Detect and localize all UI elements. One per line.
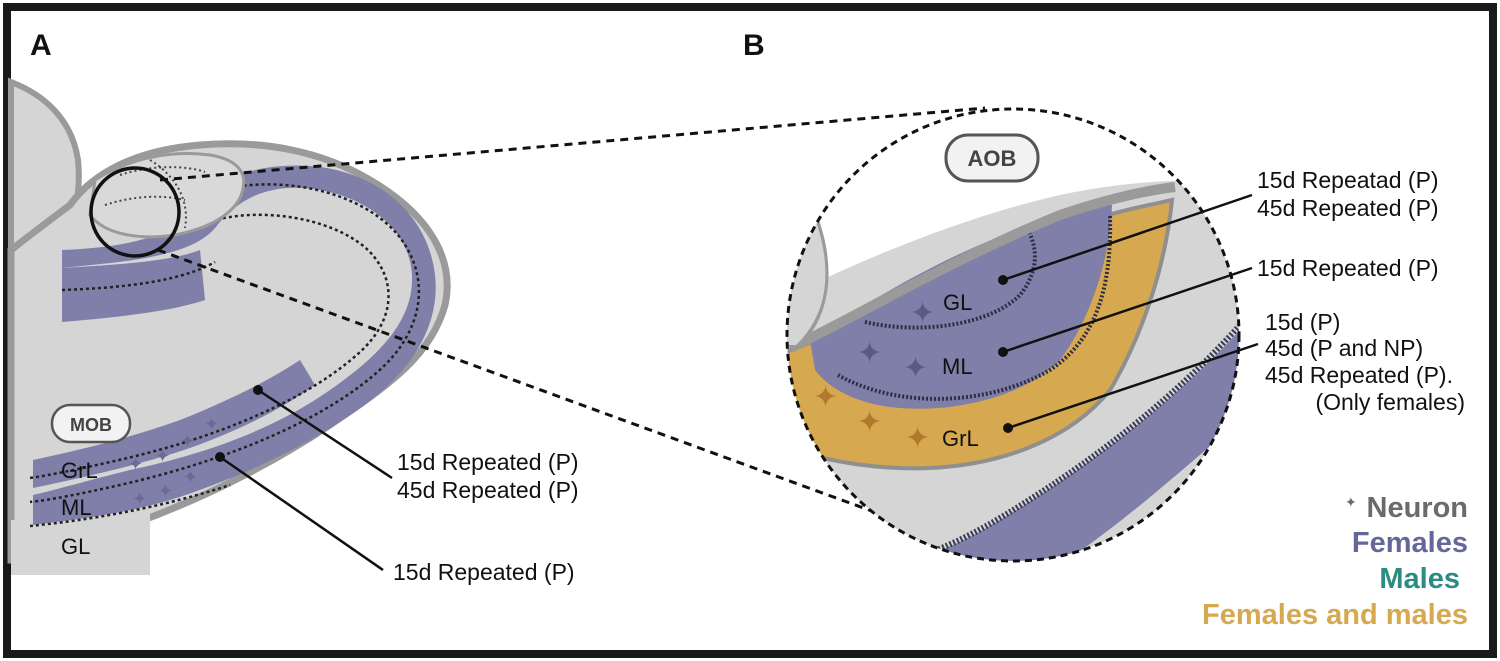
aob-grl-annotation-line1: 15d (P)	[1265, 309, 1340, 335]
aob-gl-annotation-line1: 15d Repeatad (P)	[1257, 167, 1439, 193]
neuron-icon: ✦	[180, 431, 195, 451]
neuron-icon: ✦	[158, 481, 173, 501]
mob-boundary-bottom	[29, 483, 231, 528]
legend-neuron: Neuron	[1367, 492, 1469, 524]
aob-outer-rim	[787, 182, 1176, 353]
legend-neuron-icon: ✦	[1345, 494, 1357, 510]
aob-label: AOB	[968, 146, 1017, 171]
mob-upper-band	[62, 250, 205, 322]
aob-layer-gl: GL	[943, 290, 972, 315]
neuron-icon: ✦	[813, 381, 838, 414]
legend-males: Males	[1379, 563, 1460, 595]
neuron-icon: ✦	[905, 422, 930, 455]
aob-lower-band-edge	[894, 322, 1239, 561]
aob-ml-annotation: 15d Repeated (P)	[1257, 255, 1439, 281]
aob-layer-grl: GrL	[942, 426, 979, 451]
zoom-connector-bottom	[157, 248, 911, 527]
zoom-circle-small	[89, 166, 181, 258]
aob-lower-purple-band	[880, 330, 1239, 561]
aob-grl-annotation-line2: 45d (P and NP)	[1265, 335, 1423, 361]
neuron-icon: ✦	[183, 467, 198, 487]
mob-annotation-line1: 15d Repeated (P)	[397, 449, 579, 475]
panel-a-letter: A	[30, 29, 52, 62]
zoom-connector-top	[159, 106, 986, 182]
mob-neurons: ✦ ✦ ✦ ✦ ✦ ✦ ✦	[128, 414, 219, 509]
neuron-icon: ✦	[857, 337, 882, 370]
aob-ml-boundary	[837, 214, 1113, 401]
aob-neurons-both: ✦ ✦ ✦	[813, 381, 930, 455]
aob-zoom-diagram: ✦ ✦ ✦ ✦ ✦ ✦ AOB GL ML GrL 15d Repeatad (…	[785, 107, 1465, 563]
pointer-line	[1002, 266, 1253, 354]
mob-layer-gl: GL	[61, 534, 90, 559]
zoom-circle-large	[785, 107, 1241, 563]
panel-b-letter: B	[743, 29, 765, 62]
pointer-line	[1007, 342, 1259, 430]
neuron-icon: ✦	[132, 489, 147, 509]
aob-label-pill	[944, 133, 1040, 183]
mob-label-pill	[50, 403, 132, 444]
aob-dotted-2	[149, 159, 187, 229]
mob-boundary-outer	[29, 183, 421, 504]
aob-gl-boundary	[864, 223, 1037, 330]
neuron-icon: ✦	[903, 352, 928, 385]
aob-layer-ml: ML	[942, 354, 973, 379]
mob-annotation-line2: 45d Repeated (P)	[397, 477, 579, 503]
aob-neurons-females: ✦ ✦ ✦	[857, 297, 935, 385]
neuron-icon: ✦	[857, 406, 882, 439]
neuron-icon: ✦	[204, 414, 219, 434]
mob-layer-ml: ML	[61, 495, 92, 520]
olfactory-bulb-diagram: ✦ ✦ ✦ ✦ ✦ ✦ ✦ MOB GrL ML GL 15d Repeated…	[7, 77, 579, 585]
mob-annotation-2: 15d Repeated (P)	[393, 559, 575, 585]
legend-females-and-males: Females and males	[1202, 599, 1468, 631]
aob-grl-annotation-line3: 45d Repeated (P).	[1265, 362, 1453, 388]
mob-boundary-inner	[29, 213, 390, 480]
aob-grl-annotation-line4: (Only females)	[1315, 389, 1465, 415]
aob-region	[88, 152, 246, 239]
pointer-line	[257, 388, 393, 480]
neuron-icon: ✦	[910, 297, 935, 330]
pointer-line	[1002, 193, 1253, 282]
mob-lower-band	[33, 360, 315, 488]
mob-label: MOB	[70, 415, 112, 435]
legend: ✦ Neuron Females Males Females and males	[1202, 492, 1468, 631]
mob-boundary-top	[61, 260, 216, 292]
bulb-inner-hollow	[150, 258, 351, 395]
aob-gl-annotation-line2: 45d Repeated (P)	[1257, 195, 1439, 221]
legend-females: Females	[1352, 527, 1468, 559]
neuron-icon: ✦	[155, 446, 170, 466]
neuron-icon: ✦	[128, 454, 143, 474]
mob-layer-grl: GrL	[61, 458, 98, 483]
pointer-line	[219, 455, 384, 572]
